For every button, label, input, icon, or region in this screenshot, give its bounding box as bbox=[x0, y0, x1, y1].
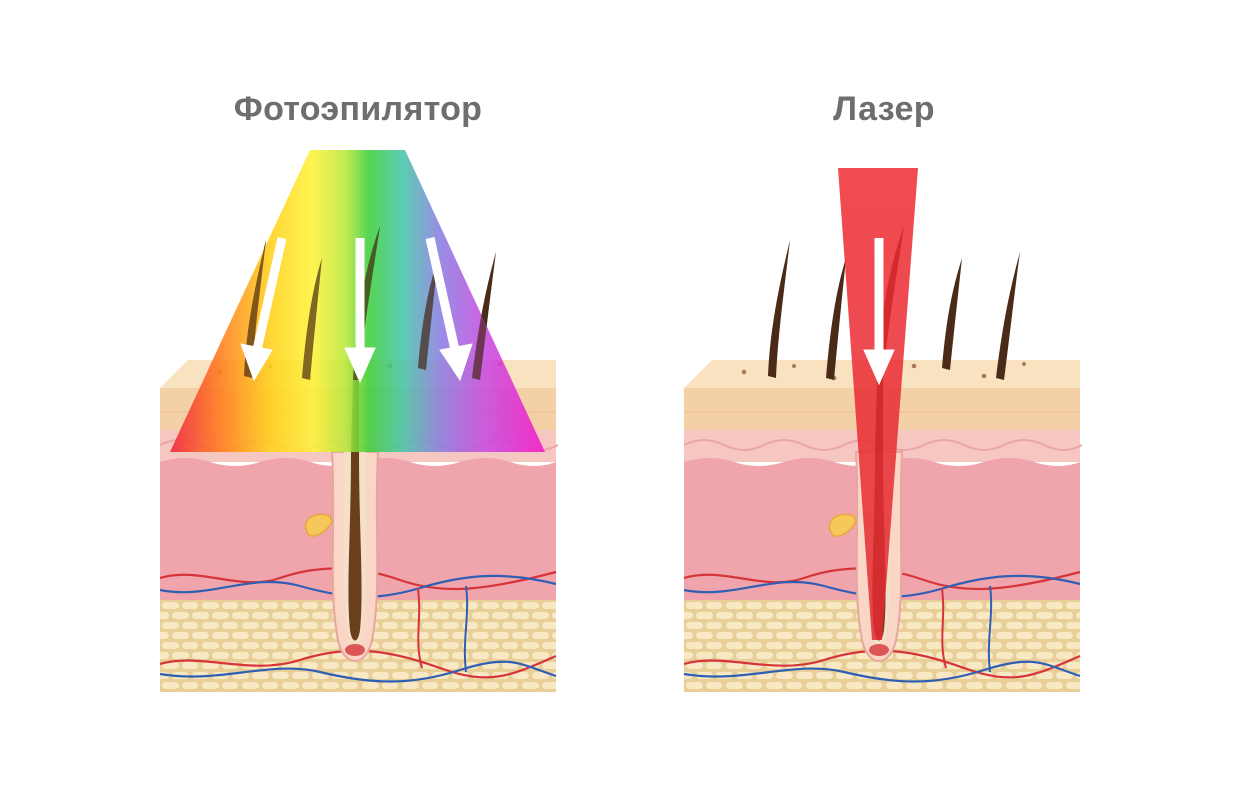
photoepilator-title: Фотоэпилятор bbox=[233, 90, 483, 128]
white-down-arrow-icon bbox=[863, 238, 895, 386]
laser-beam bbox=[838, 168, 918, 640]
white-down-arrow-icon bbox=[344, 238, 376, 384]
white-down-arrow-icon bbox=[240, 237, 287, 382]
white-down-arrow-icon bbox=[425, 237, 473, 382]
laser-title: Лазер bbox=[833, 90, 935, 128]
